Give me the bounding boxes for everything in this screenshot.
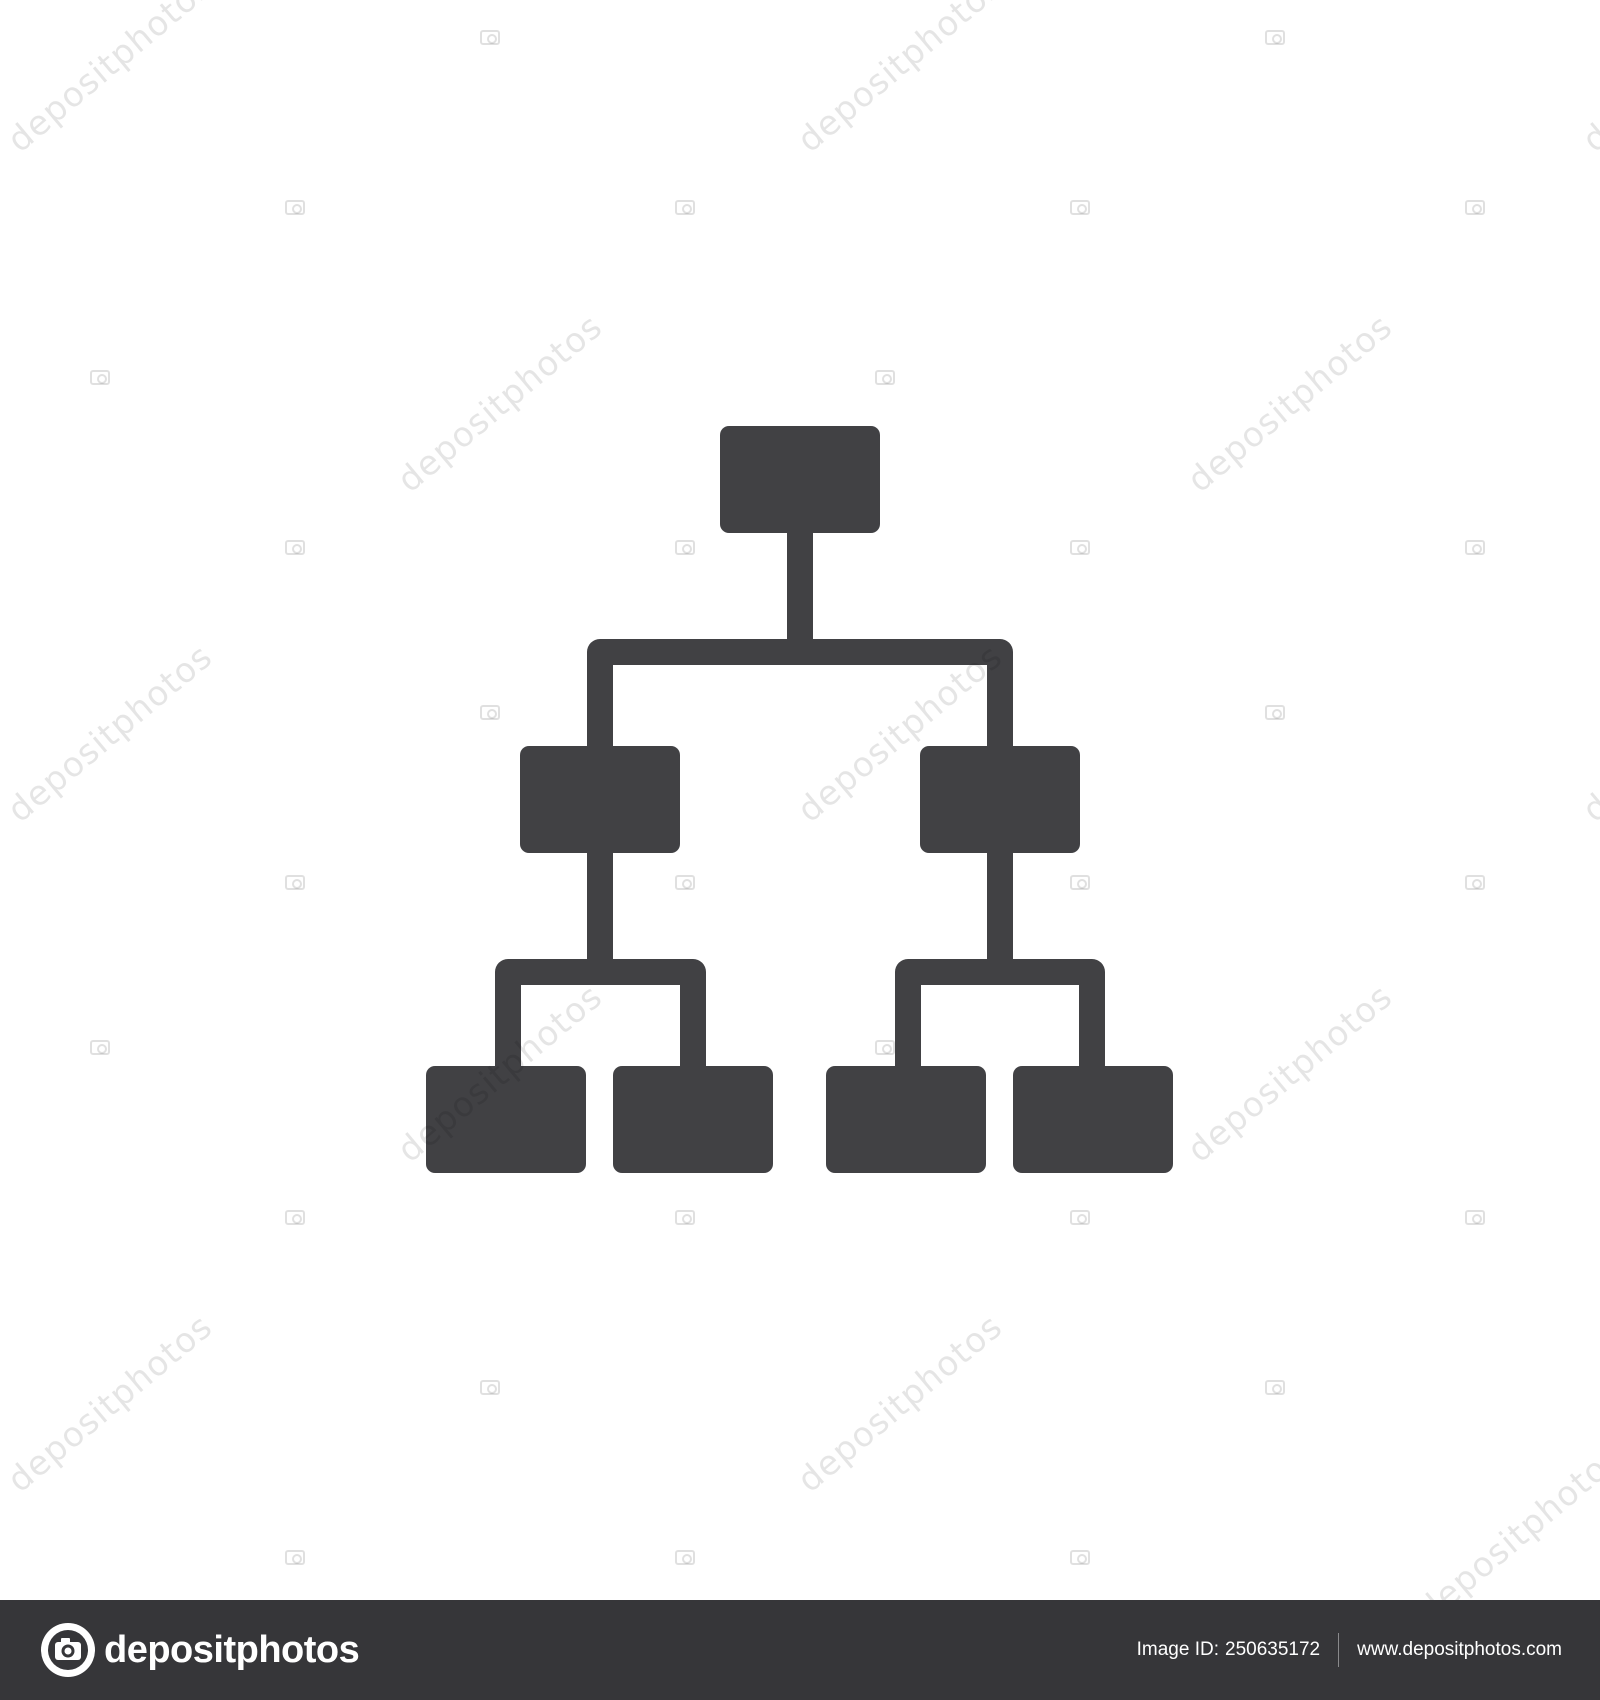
connector-lines	[495, 530, 1105, 1080]
footer-divider	[1338, 1633, 1340, 1667]
depositphotos-logo[interactable]: depositphotos	[40, 1622, 360, 1678]
footer-bar: depositphotos Image ID: 250635172 www.de…	[0, 1600, 1600, 1700]
website-link[interactable]: www.depositphotos.com	[1357, 1639, 1562, 1660]
leaf-node-4	[1013, 1066, 1173, 1173]
child-node-left	[520, 746, 680, 853]
leaf-node-2	[613, 1066, 773, 1173]
footer-info: Image ID: 250635172 www.depositphotos.co…	[1137, 1600, 1562, 1700]
leaf-node-3	[826, 1066, 986, 1173]
hierarchy-icon	[426, 426, 1173, 1173]
image-id-value: 250635172	[1225, 1639, 1321, 1660]
root-node	[720, 426, 880, 533]
image-canvas	[426, 426, 1173, 1173]
depositphotos-camera-logo-icon	[40, 1622, 96, 1678]
image-id-label: Image ID:	[1136, 1639, 1219, 1660]
logo-text: depositphotos	[104, 1628, 360, 1671]
leaf-node-1	[426, 1066, 586, 1173]
child-node-right	[920, 746, 1080, 853]
